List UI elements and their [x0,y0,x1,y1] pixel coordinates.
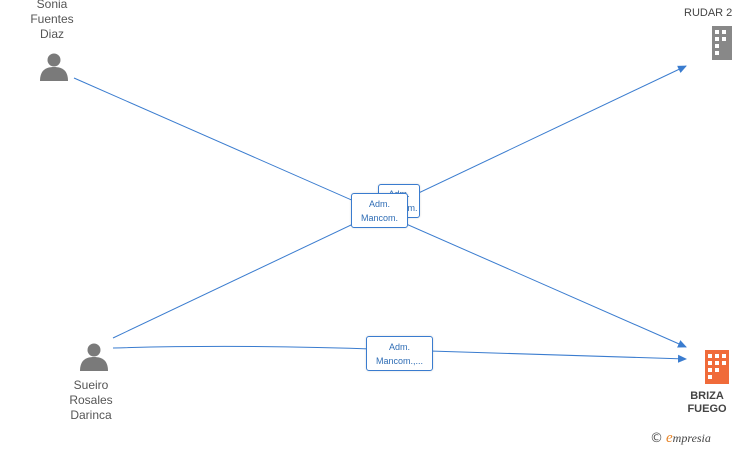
brand-logo-initial: e [666,430,673,446]
copyright-icon: © [650,431,663,446]
node-label-sueiro: Sueiro Rosales Darinca [69,378,113,422]
node-label-sonia: Sonia Fuentes Diaz [30,0,74,41]
brand-watermark: © empresia [650,430,711,447]
brand-logo-text: mpresia [672,431,711,445]
node-label-briza: BRIZA FUEGO [687,390,727,415]
building-icon[interactable] [712,26,732,60]
edge-label-front[interactable]: Adm. Mancom. [351,193,408,228]
person-icon[interactable] [40,53,68,82]
building-icon[interactable] [705,350,729,384]
node-label-rudar: RUDAR 2 [684,7,732,19]
person-icon[interactable] [80,343,108,372]
edge-label-bottom[interactable]: Adm. Mancom.,... [366,336,433,371]
